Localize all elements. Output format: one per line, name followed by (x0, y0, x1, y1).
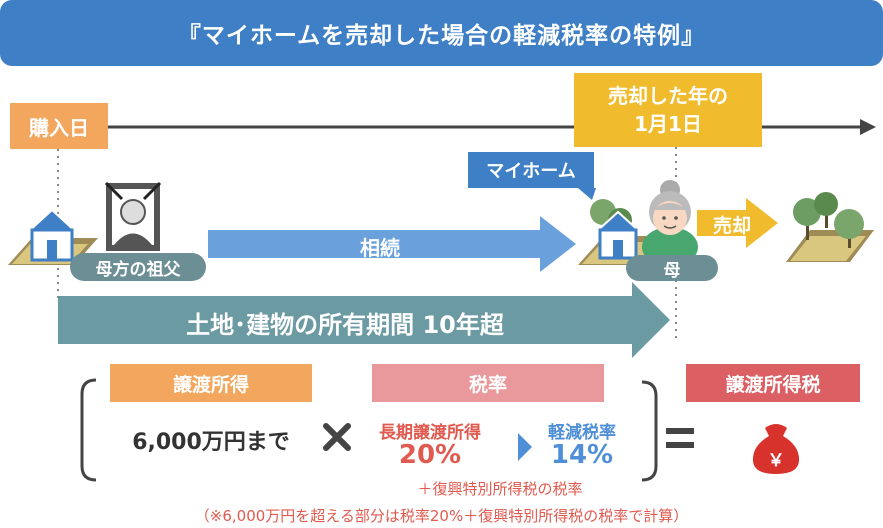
right-bracket (641, 380, 658, 482)
income-value: 6,000万円まで (132, 430, 290, 455)
multiply-icon (323, 423, 351, 451)
mother-label: 母 (626, 255, 718, 281)
myhome-callout: マイホーム (468, 152, 594, 188)
grandfather-label: 母方の祖父 (70, 253, 206, 281)
mother-icon (642, 180, 698, 267)
yen-symbol: ￥ (767, 451, 785, 471)
myhome-callout-pointer (578, 188, 596, 200)
long-term-rate: 20% (398, 440, 462, 470)
money-bag-icon (752, 424, 800, 474)
rate-change-arrow (518, 433, 532, 461)
sale-date-line2: 1月1日 (634, 112, 702, 136)
surtax-note: ＋復興特別所得税の税率 (417, 480, 583, 498)
footnote: （※6,000万円を超える部分は税率20%＋復興特別所得税の税率で計算） (194, 507, 689, 525)
inherit-label: 相続 (360, 236, 400, 260)
reduced-rate-value: 14% (550, 440, 614, 470)
equals-icon (666, 428, 694, 448)
left-bracket (80, 378, 97, 482)
income-header: 譲渡所得 (110, 364, 312, 402)
land-trees-icon (786, 192, 874, 262)
sell-label: 売却 (712, 215, 751, 237)
long-term-label: 長期譲渡所得 (379, 423, 481, 443)
sell-arrow (697, 198, 778, 248)
house-icon-left (8, 208, 98, 265)
page-title: 『マイホームを売却した場合の軽減税率の特例』 (0, 0, 883, 66)
purchase-date-label: 購入日 (10, 103, 108, 149)
timeline-arrowhead (860, 119, 876, 135)
sale-date-line1: 売却した年の (608, 84, 728, 108)
tax-header: 譲渡所得税 (686, 364, 860, 402)
grandfather-portrait-icon (104, 181, 162, 251)
inherit-arrow (208, 216, 576, 272)
ownership-period-label: 土地･建物の所有期間 10年超 (186, 311, 504, 339)
rate-header: 税率 (372, 364, 604, 402)
reduced-rate-label: 軽減税率 (548, 423, 616, 443)
sale-date-label: 売却した年の 1月1日 (574, 73, 762, 147)
ownership-arrow (58, 282, 670, 358)
